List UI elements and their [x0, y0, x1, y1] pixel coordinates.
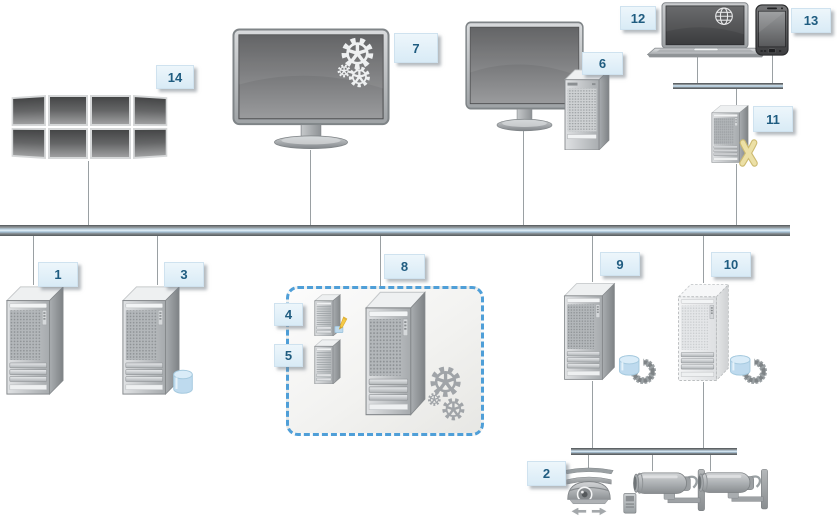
video-wall-panel: [90, 128, 131, 159]
badge-13: 13: [791, 8, 831, 33]
badge-7: 7: [394, 33, 438, 63]
video-wall-panel: [11, 95, 46, 127]
badge-12: 12: [620, 6, 656, 30]
connector-server-11-up: [736, 88, 737, 105]
video-wall-column: [90, 95, 131, 159]
video-wall-panel: [132, 95, 167, 127]
camera-network-bus: [571, 448, 737, 455]
small-server-5-icon: [313, 338, 342, 384]
video-wall-panel: [47, 95, 88, 126]
monitor-with-gears-icon: [232, 28, 390, 151]
connector-server-11-down: [736, 164, 737, 226]
bullet-camera-icon: [688, 469, 768, 516]
badge-10: 10: [711, 252, 751, 277]
badge-2: 2: [527, 461, 566, 486]
connector-server-3: [157, 236, 158, 285]
bullet-camera-with-encoder-icon: [623, 469, 705, 518]
small-server-4-icon: [313, 293, 342, 336]
badge-4: 4: [274, 303, 303, 326]
video-wall-column: [47, 95, 88, 159]
badge-14: 14: [156, 65, 194, 89]
badge-3: 3: [164, 262, 204, 287]
pen-log-icon: [334, 316, 349, 334]
badge-5: 5: [274, 344, 303, 367]
workstation-tower-icon: [563, 68, 611, 150]
laptop-with-globe-icon: [647, 2, 765, 59]
x-connector-icon: [739, 139, 758, 167]
workstation-monitor-icon: [465, 21, 584, 133]
video-wall-panel: [47, 128, 88, 159]
connector-video-wall: [88, 161, 89, 226]
badge-11: 11: [753, 106, 793, 132]
video-wall-column: [11, 95, 46, 159]
connector-server-10-up: [703, 236, 704, 283]
tower-server-3-icon: [120, 284, 182, 397]
video-wall-panel: [90, 95, 131, 126]
badge-9: 9: [600, 252, 640, 276]
connector-monitor-6: [523, 131, 524, 226]
tower-server-9-icon: [562, 281, 617, 382]
database-cylinder-icon: [172, 369, 194, 395]
video-wall-panel: [132, 127, 167, 159]
video-wall-icon: [5, 92, 173, 162]
media-database-icon: [618, 352, 657, 385]
media-database-icon: [729, 352, 768, 385]
video-wall-panel: [11, 127, 46, 159]
connector-server-1: [33, 236, 34, 285]
badge-8: 8: [384, 254, 425, 279]
connector-laptop-12: [697, 57, 698, 83]
connector-server-9-up: [592, 236, 593, 282]
connector-phone-13: [772, 55, 773, 83]
ghost-tower-server-10-icon: [676, 282, 731, 383]
connector-dome-camera: [588, 455, 589, 468]
connector-bullet-camera-2: [710, 455, 711, 471]
remote-network-bus: [673, 83, 783, 89]
connector-server-10-down: [703, 382, 704, 448]
badge-6: 6: [582, 52, 623, 75]
connector-monitor-7: [310, 150, 311, 226]
tower-server-1-icon: [4, 284, 66, 397]
connector-group-8: [380, 236, 381, 287]
tower-server-11-icon: [710, 104, 750, 164]
badge-1: 1: [38, 262, 78, 287]
gears-icon: [427, 366, 470, 423]
video-wall-grid: [5, 92, 173, 162]
connector-bullet-camera-1: [652, 455, 653, 471]
tower-server-8-icon: [363, 289, 428, 418]
connector-server-9-down: [592, 381, 593, 448]
dome-camera-icon: [558, 465, 620, 518]
smartphone-icon: [755, 4, 789, 56]
video-wall-column: [132, 95, 167, 159]
main-network-bus: [0, 225, 790, 236]
